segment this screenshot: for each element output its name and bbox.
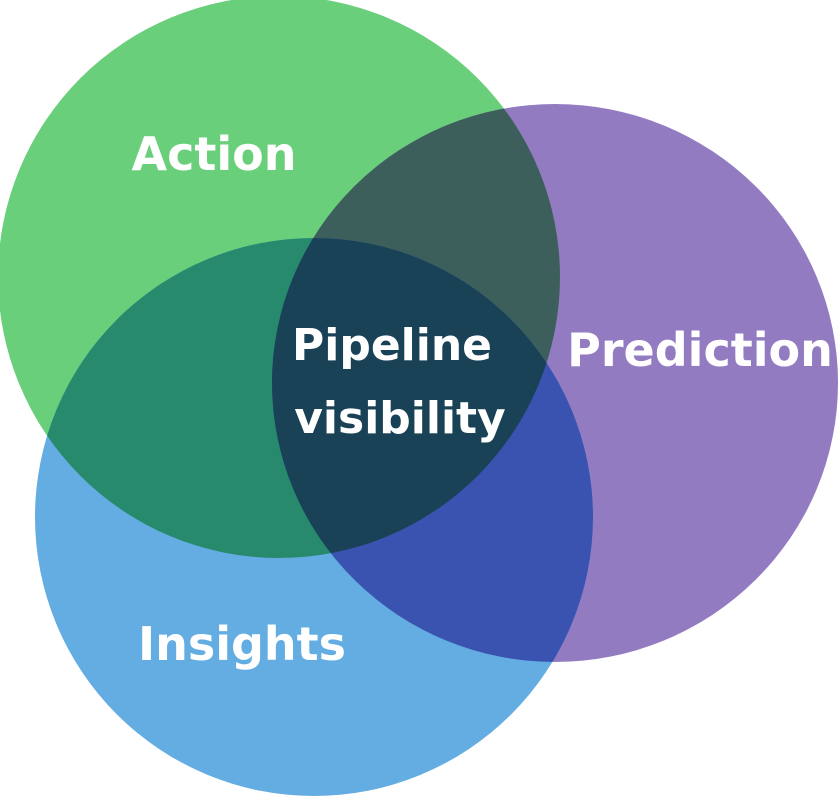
action-label: Action [132, 127, 297, 181]
center-label-line1: Pipeline [292, 320, 492, 371]
center-label-line2: visibility [294, 393, 506, 444]
prediction-label: Prediction [567, 323, 833, 377]
insights-label: Insights [138, 617, 346, 671]
center-overlap [272, 238, 560, 558]
